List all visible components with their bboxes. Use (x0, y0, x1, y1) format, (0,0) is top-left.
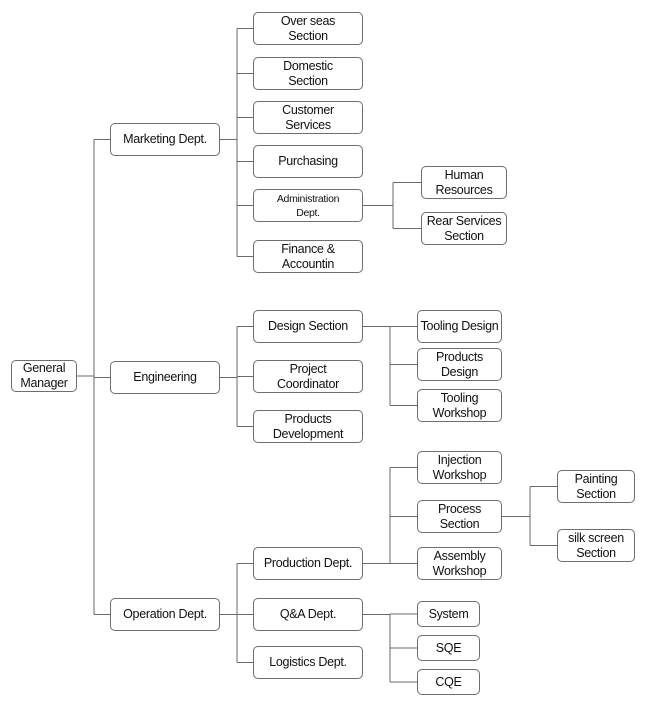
org-node-label: silk screen Section (568, 530, 624, 560)
org-node-label: System (428, 606, 469, 621)
org-node-mkt: Marketing Dept. (110, 123, 220, 156)
org-node-label: Products Development (272, 411, 344, 441)
org-node-label: Finance & Accountin (281, 241, 335, 271)
org-node-rear: Rear Services Section (421, 212, 507, 245)
org-node-label: CQE (435, 674, 462, 689)
org-node-process: Process Section (417, 500, 502, 533)
org-node-customer: Customer Services (253, 101, 363, 134)
org-node-label: Products Design (436, 349, 483, 379)
org-node-proddev: Products Development (253, 410, 363, 443)
org-node-finance: Finance & Accountin (253, 240, 363, 273)
org-node-label: Human Resources (435, 167, 493, 197)
org-node-design: Design Section (253, 310, 363, 343)
org-node-label: Assembly Workshop (432, 548, 487, 578)
org-node-label: Rear Services Section (426, 213, 502, 243)
org-node-label: Painting Section (574, 471, 618, 501)
org-node-overseas: Over seas Section (253, 12, 363, 45)
org-node-painting: Painting Section (557, 470, 635, 503)
org-node-injection: Injection Workshop (417, 451, 502, 484)
org-node-proddesign: Products Design (417, 348, 502, 381)
org-node-tooldesign: Tooling Design (417, 310, 502, 343)
org-node-label: Operation Dept. (123, 607, 207, 621)
org-node-label: Purchasing (278, 154, 338, 168)
org-node-logistics: Logistics Dept. (253, 646, 363, 679)
org-node-admin: Administration Dept. (253, 189, 363, 222)
org-node-purchasing: Purchasing (253, 145, 363, 178)
org-node-system: System (417, 601, 480, 627)
org-node-domestic: Domestic Section (253, 57, 363, 90)
org-node-label: Process Section (437, 501, 482, 531)
org-node-label: Project Coordinator (276, 361, 339, 391)
org-node-label: Tooling Design (420, 319, 499, 333)
org-node-qa: Q&A Dept. (253, 598, 363, 631)
org-node-label: Tooling Workshop (432, 390, 487, 420)
org-node-eng: Engineering (110, 361, 220, 394)
org-node-projcoord: Project Coordinator (253, 360, 363, 393)
org-node-label: Q&A Dept. (279, 607, 337, 621)
org-node-production: Production Dept. (253, 547, 363, 580)
org-node-gm: General Manager (11, 360, 77, 392)
org-node-label: Domestic Section (283, 58, 333, 88)
org-node-label: Design Section (268, 319, 348, 333)
org-node-sqe: SQE (417, 635, 480, 661)
org-node-ops: Operation Dept. (110, 598, 220, 631)
org-node-label: Production Dept. (263, 556, 353, 570)
org-node-label: Logistics Dept. (269, 655, 347, 669)
org-node-label: Injection Workshop (432, 452, 487, 482)
org-node-toolwork: Tooling Workshop (417, 389, 502, 422)
org-node-silk: silk screen Section (557, 529, 635, 562)
org-node-label: General Manager (20, 361, 68, 390)
org-node-label: Marketing Dept. (123, 132, 207, 146)
org-node-cqe: CQE (417, 669, 480, 695)
org-node-label: SQE (435, 640, 462, 655)
org-node-hr: Human Resources (421, 166, 507, 199)
org-node-label: Customer Services (282, 102, 334, 132)
org-node-assembly: Assembly Workshop (417, 547, 502, 580)
org-node-label: Over seas Section (280, 13, 336, 43)
org-node-label: Administration Dept. (276, 192, 340, 219)
org-node-label: Engineering (133, 370, 197, 384)
